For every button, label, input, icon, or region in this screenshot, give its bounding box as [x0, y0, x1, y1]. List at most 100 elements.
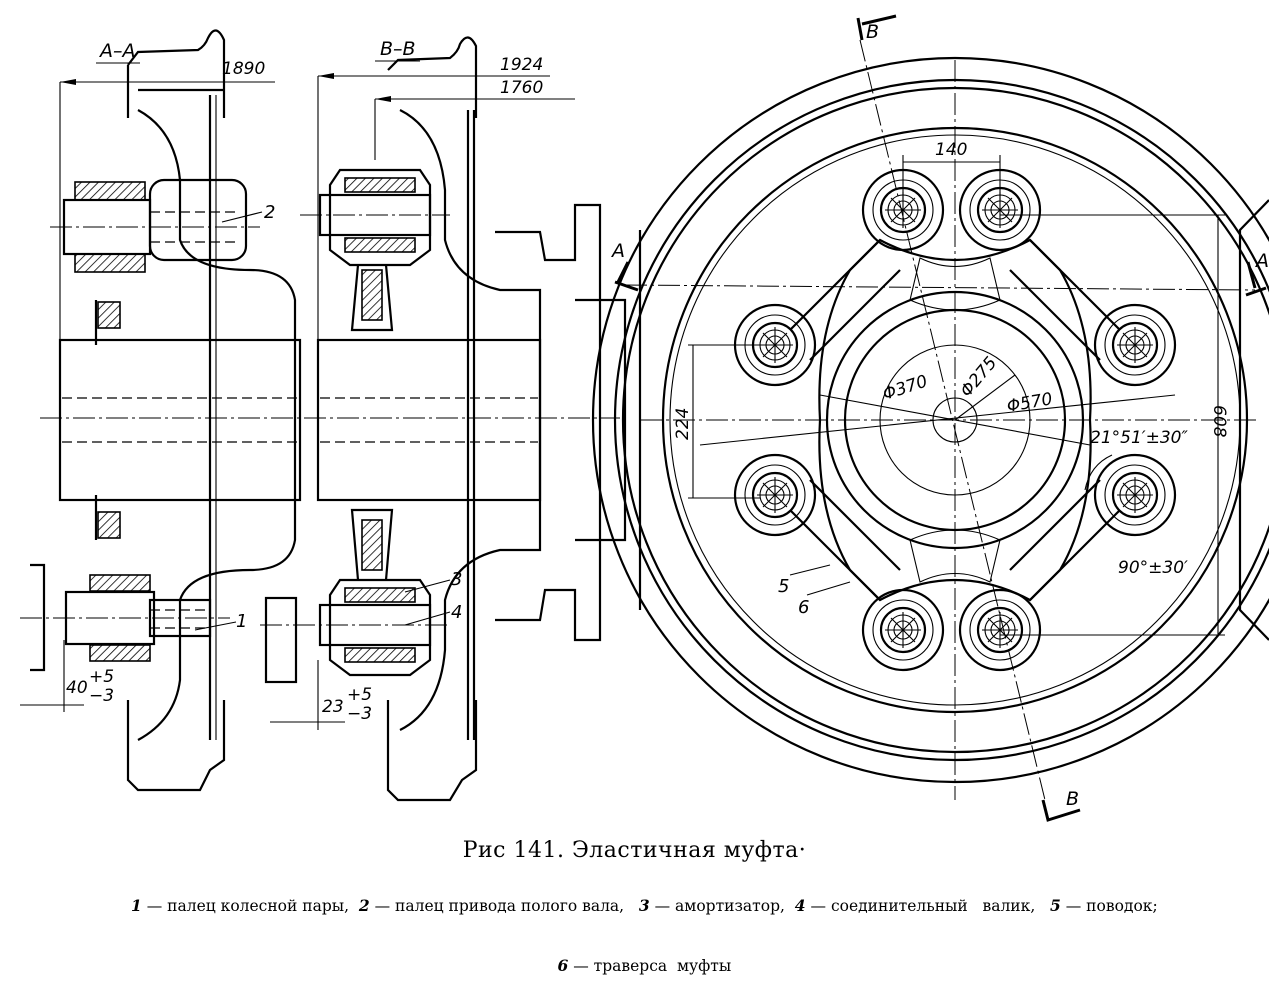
bolt-boss [958, 168, 1042, 252]
leader-1 [194, 621, 237, 631]
dim-phi-370: Φ370 [880, 372, 930, 405]
dim-23-tol-upper: +5 [347, 685, 372, 705]
boss-ring [1111, 471, 1159, 519]
wheel-disc [399, 109, 542, 731]
part-label-1: 1 [236, 611, 247, 632]
boss-cross [987, 197, 1013, 223]
boss-cross [890, 617, 916, 643]
boss-cross [1122, 482, 1148, 508]
traverse-window-bottom [909, 529, 1001, 583]
dim-1924: 1924 [500, 55, 543, 75]
leader-phi-275 [954, 374, 1016, 421]
boss-ring [969, 599, 1031, 661]
rubber-hatch [344, 177, 416, 193]
legend-line-2: 6 — траверса муфты [0, 936, 1269, 996]
part-label-5: 5 [778, 576, 789, 597]
seal-top [97, 301, 121, 329]
cut-mark-b-bottom: В [1066, 788, 1079, 810]
boss-ring [976, 606, 1024, 654]
boss-ring [958, 588, 1042, 672]
absorber-arm [350, 264, 394, 332]
rubber-hatch [344, 647, 416, 663]
dim-angle-21-51: 21°51′±30″ [1090, 428, 1188, 448]
traverse-window-top [909, 257, 1001, 311]
boss-cross [762, 332, 788, 358]
cut-arrow-a-left [614, 261, 639, 292]
bushing-hatch [89, 644, 151, 662]
bolt-boss [1093, 453, 1177, 537]
section-b-b-title: В–В [380, 38, 416, 60]
cut-mark-a-left: А [610, 240, 625, 262]
boss-cross [762, 482, 788, 508]
leader-4 [404, 611, 451, 626]
boss-ring [1093, 303, 1177, 387]
lower-shock-absorber: 3 4 [260, 508, 462, 677]
bolt-boss [958, 588, 1042, 672]
leader-2 [221, 211, 263, 223]
driver-arms [789, 239, 1121, 601]
dim-arrow [375, 96, 391, 102]
gear-hub-flange [495, 203, 602, 642]
bushing-hatch [89, 574, 151, 592]
section-a-a-view: А–А 1890 2 [20, 29, 620, 792]
boss-ring [879, 606, 927, 654]
bushing-hatch [74, 253, 146, 273]
cut-mark-b-top: В [866, 21, 879, 43]
front-view: В В А А 140 224 608 Φ370 Φ275 Φ570 21°51… [592, 14, 1269, 822]
boss-ring [1111, 321, 1159, 369]
boss-cross [1122, 332, 1148, 358]
legend-text: — поводок; [1060, 897, 1158, 915]
dim-224: 224 [673, 408, 693, 440]
cut-arrow-b-bottom [1041, 799, 1081, 822]
arm-hatch [361, 519, 383, 571]
dim-arrow [318, 73, 334, 79]
boss-ring [733, 453, 817, 537]
wheel-rim-bottom [126, 700, 226, 792]
dim-1760: 1760 [500, 78, 543, 98]
legend-text: — траверса муфты [568, 957, 732, 975]
wheel-rim-bottom [386, 700, 478, 802]
leader-phi-570 [699, 394, 1176, 446]
boss-ring [744, 464, 806, 526]
boss-ring [1093, 453, 1177, 537]
part-label-6: 6 [798, 597, 809, 618]
dim-arrow [60, 79, 76, 85]
absorber-arm [350, 508, 394, 581]
dim-40-tol-upper: +5 [89, 667, 114, 687]
legend-text: — палец привода полого вала, [369, 897, 639, 915]
boss-cross [987, 617, 1013, 643]
pin-1-shank [148, 598, 212, 638]
wheel-face [466, 110, 476, 740]
pin-2-head [148, 178, 248, 262]
bolt-bosses [733, 168, 1177, 672]
legend-num: 4 [794, 896, 806, 915]
legend-num: 2 [358, 896, 370, 915]
cut-mark-a-right: А [1254, 250, 1269, 272]
section-line-a [624, 284, 1256, 291]
figure-legend: 1 — палец колесной пары, 2 — палец приво… [0, 876, 1269, 996]
boss-cross [890, 197, 916, 223]
legend-text: — соединительный валик, [805, 897, 1051, 915]
leader-5 [789, 564, 831, 576]
bushing-hatch [74, 181, 146, 201]
dim-23-tol-lower: −3 [347, 704, 372, 724]
wheel-rim-top [126, 29, 226, 118]
seal-bottom [97, 511, 121, 539]
pin-end-profile [264, 596, 298, 684]
dim-phi-275: Φ275 [957, 353, 1002, 401]
legend-text: — амортизатор, [649, 897, 795, 915]
absorber-housing [328, 578, 432, 677]
legend-line-1: 1 — палец колесной пары, 2 — палец приво… [0, 876, 1269, 936]
rubber-hatch [344, 237, 416, 253]
boss-ring [1104, 314, 1166, 376]
part-label-3: 3 [451, 569, 462, 590]
part-label-4: 4 [451, 602, 462, 623]
legend-text: — палец колесной пары, [141, 897, 359, 915]
dim-40-tol-lower: −3 [89, 686, 114, 706]
legend-num: 5 [1050, 896, 1061, 915]
axle [58, 338, 302, 502]
arm-hatch [361, 269, 383, 321]
section-a-a-title: А–А [98, 40, 136, 62]
dim-40: 40 [66, 678, 88, 698]
section-b-b-view: В–В 1924 1760 [260, 36, 627, 802]
